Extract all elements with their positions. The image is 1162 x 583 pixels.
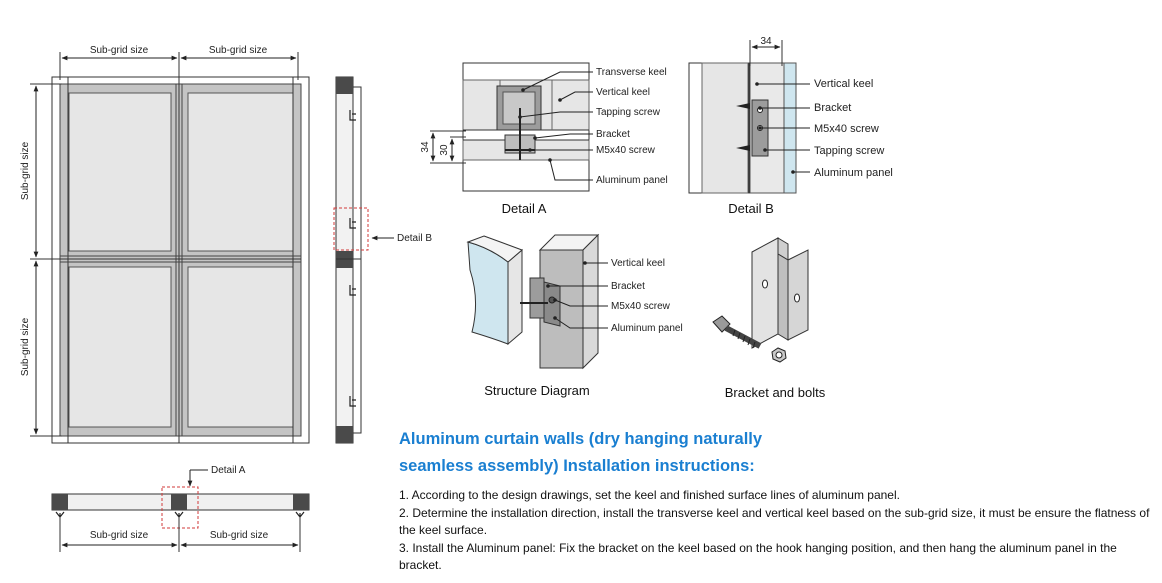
step-2: 2. Determine the installation direction,…	[399, 505, 1150, 538]
nut-icon	[771, 347, 787, 363]
heading-line-2: seamless assembly) Installation instruct…	[399, 457, 755, 475]
detail-a-callout: Detail A	[211, 465, 246, 476]
structure-diagram-caption: Structure Diagram	[484, 383, 589, 398]
b-tapping-screw-label: Tapping screw	[814, 145, 884, 157]
dim-34-a: 34	[420, 141, 431, 153]
front-elevation: Sub-grid size Sub-grid size Sub-grid siz…	[20, 45, 310, 444]
a-aluminum-panel-label: Aluminum panel	[596, 175, 668, 186]
detail-a: 34 30 Transverse keel Vertical keel Tapp…	[420, 62, 668, 216]
top-left-dim-label: Sub-grid size	[90, 45, 149, 56]
left-upper-dim-label: Sub-grid size	[20, 141, 31, 200]
step-3: 3. Install the Aluminum panel: Fix the b…	[399, 540, 1117, 573]
b-aluminum-panel-label: Aluminum panel	[814, 167, 893, 179]
bottom-left-dim-label: Sub-grid size	[90, 530, 149, 541]
a-vertical-keel-label: Vertical keel	[596, 87, 650, 98]
a-bracket-label: Bracket	[596, 129, 630, 140]
detail-b-caption: Detail B	[728, 201, 774, 216]
detail-a-caption: Detail A	[502, 201, 547, 216]
step-1: 1. According to the design drawings, set…	[399, 488, 900, 502]
side-section: Detail B	[333, 76, 432, 444]
s-vertical-keel-label: Vertical keel	[611, 258, 665, 269]
top-right-dim-label: Sub-grid size	[209, 45, 268, 56]
b-vertical-keel-label: Vertical keel	[814, 78, 873, 90]
left-lower-dim-label: Sub-grid size	[20, 317, 31, 376]
s-bracket-label: Bracket	[611, 281, 645, 292]
detail-b: 34 Vertical keel Bracket M5x40 screw Tap…	[688, 36, 893, 216]
a-tapping-screw-label: Tapping screw	[596, 107, 661, 118]
dim-30-a: 30	[439, 144, 450, 156]
detail-b-callout: Detail B	[397, 233, 432, 244]
bracket-and-bolts-caption: Bracket and bolts	[725, 385, 826, 400]
bottom-right-dim-label: Sub-grid size	[210, 530, 269, 541]
s-m5x40-screw-label: M5x40 screw	[611, 301, 671, 312]
b-m5x40-screw-label: M5x40 screw	[814, 123, 879, 135]
bolt-icon	[712, 315, 762, 349]
plan-section: Detail A Sub-grid size Sub-grid size	[51, 465, 310, 552]
heading-line-1: Aluminum curtain walls (dry hanging natu…	[399, 430, 763, 448]
a-transverse-keel-label: Transverse keel	[596, 67, 667, 78]
instructions-heading: Aluminum curtain walls (dry hanging natu…	[399, 426, 919, 480]
a-m5x40-screw-label: M5x40 screw	[596, 145, 656, 156]
s-aluminum-panel-label: Aluminum panel	[611, 323, 683, 334]
b-bracket-label: Bracket	[814, 102, 851, 114]
dim-34-b: 34	[760, 36, 772, 47]
bracket-and-bolts: Bracket and bolts	[712, 237, 826, 400]
structure-diagram: Vertical keel Bracket M5x40 screw Alumin…	[466, 233, 683, 398]
instructions-steps: 1. According to the design drawings, set…	[399, 487, 1151, 575]
